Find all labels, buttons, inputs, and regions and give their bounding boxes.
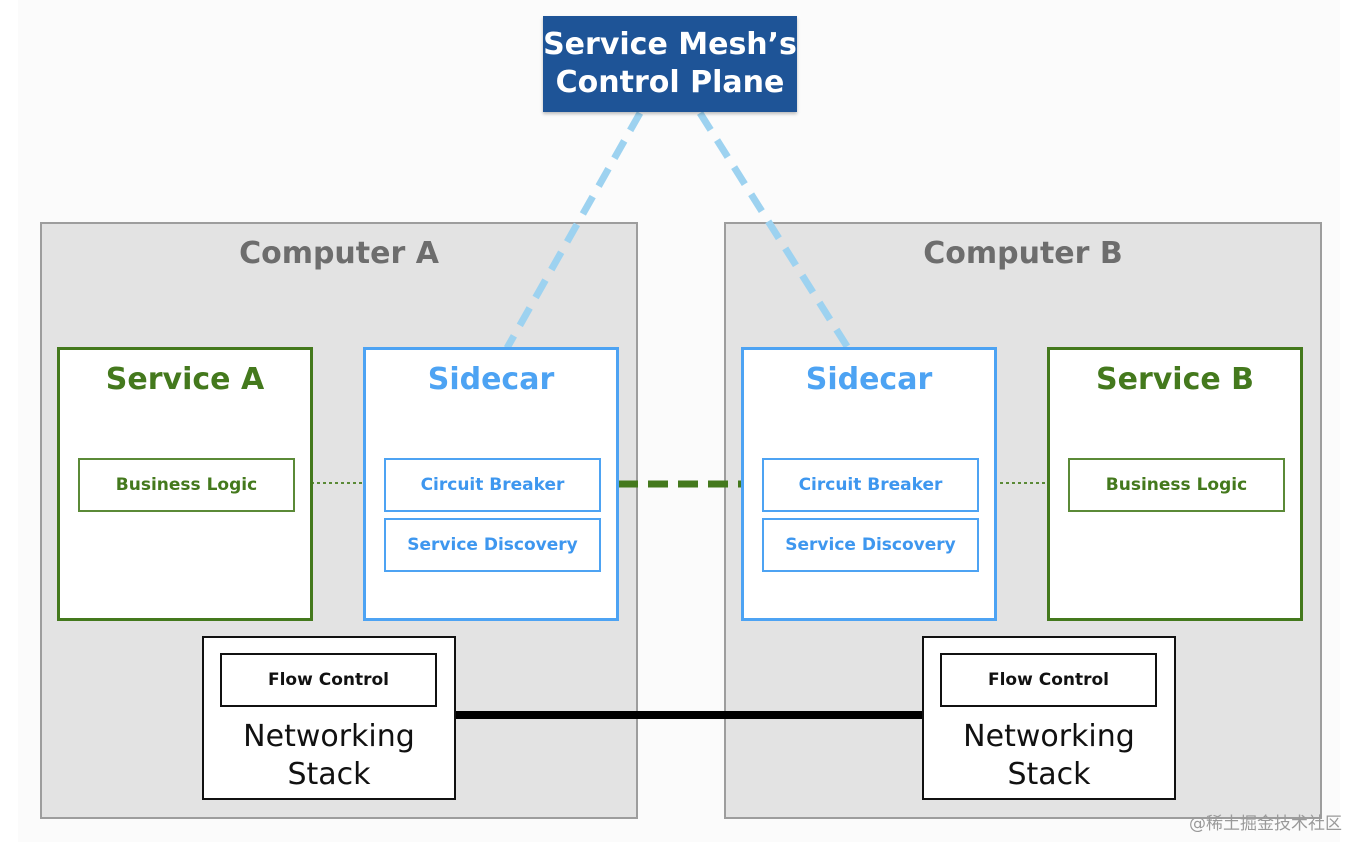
networking-stack-b: Flow Control Networking Stack <box>922 636 1176 800</box>
sidecar-a-service-discovery: Service Discovery <box>384 518 601 572</box>
networking-stack-a-label: Networking Stack <box>243 719 415 792</box>
service-b-box: Service B Business Logic <box>1047 347 1303 621</box>
sidecar-b-title: Sidecar <box>805 362 933 397</box>
sidecar-b-service-discovery: Service Discovery <box>762 518 979 572</box>
flow-control-a: Flow Control <box>220 653 437 707</box>
sidecar-a-circuit-breaker: Circuit Breaker <box>384 458 601 512</box>
networking-stack-a: Flow Control Networking Stack <box>202 636 456 800</box>
service-b-business-logic: Business Logic <box>1068 458 1285 512</box>
computer-b-title: Computer B <box>923 236 1123 271</box>
sidecar-b-box: Sidecar Circuit Breaker Service Discover… <box>741 347 997 621</box>
service-mesh-control-plane: Service Mesh’s Control Plane <box>543 16 797 112</box>
service-a-business-logic: Business Logic <box>78 458 295 512</box>
sidecar-a-box: Sidecar Circuit Breaker Service Discover… <box>363 347 619 621</box>
service-a-box: Service A Business Logic <box>57 347 313 621</box>
sidecar-b-circuit-breaker: Circuit Breaker <box>762 458 979 512</box>
networking-stack-b-label: Networking Stack <box>963 719 1135 792</box>
computer-a-title: Computer A <box>239 236 439 271</box>
service-b-title: Service B <box>1095 362 1255 397</box>
control-plane-label: Service Mesh’s Control Plane <box>543 27 797 100</box>
service-a-title: Service A <box>105 362 265 397</box>
sidecar-a-title: Sidecar <box>427 362 555 397</box>
flow-control-b: Flow Control <box>940 653 1157 707</box>
watermark: @稀土掘金技术社区 <box>1189 814 1342 834</box>
